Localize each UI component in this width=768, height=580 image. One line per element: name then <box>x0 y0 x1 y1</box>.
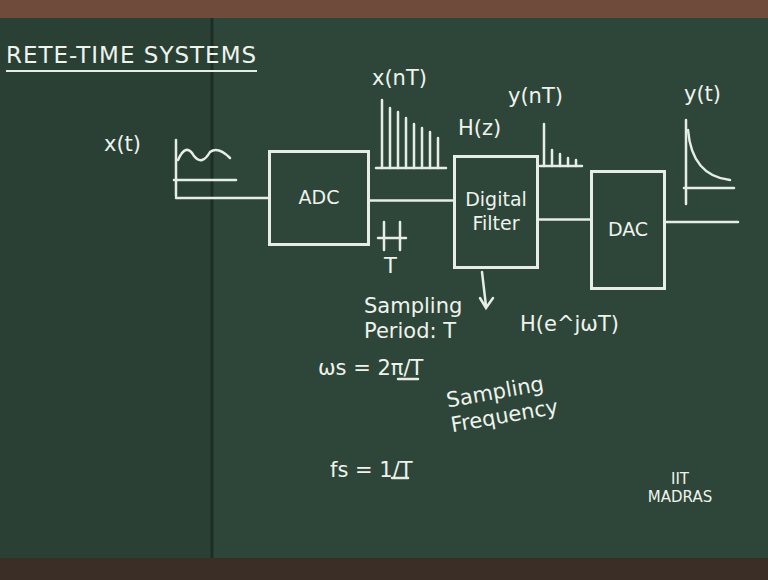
signal-name: y(t) <box>684 82 754 107</box>
input-wire <box>176 197 268 200</box>
box-label: Digital Filter <box>456 188 536 236</box>
box-label: DAC <box>608 218 648 242</box>
period-label: T <box>384 254 414 279</box>
sample-stems <box>382 100 438 168</box>
board-frame <box>0 558 768 580</box>
axis <box>685 120 688 204</box>
output-waveform <box>688 130 730 180</box>
formula: ωs = 2π/T <box>318 356 448 381</box>
arrow <box>480 272 493 308</box>
signal-wire <box>370 200 453 201</box>
board-title: RETE-TIME SYSTEMS <box>6 42 257 72</box>
axis <box>174 179 236 182</box>
process-box: DAC <box>590 170 666 290</box>
formula: fs = 1/T <box>330 458 450 483</box>
signal-name: x(t) <box>104 132 174 157</box>
frequency-response: H(e^jωT) <box>520 312 650 337</box>
sample-stems <box>544 124 576 166</box>
box-label: ADC <box>299 186 340 210</box>
board-frame <box>0 0 768 18</box>
note: Sampling Frequency <box>445 368 572 438</box>
transfer-function: H(z) <box>458 116 528 141</box>
board-panel <box>0 18 212 558</box>
axis <box>684 187 734 190</box>
board-seam <box>211 18 214 558</box>
signal-name: x(nT) <box>372 66 452 91</box>
process-box: ADC <box>268 150 370 246</box>
process-box: Digital Filter <box>453 155 539 269</box>
input-waveform <box>178 150 230 160</box>
period-marker <box>378 222 406 250</box>
axis <box>175 140 178 196</box>
note: Sampling Period: T <box>364 294 474 344</box>
signal-name: y(nT) <box>508 84 588 109</box>
axis <box>376 167 446 170</box>
output-wire <box>665 221 738 224</box>
signal-wire <box>539 219 590 220</box>
watermark: IIT MADRAS <box>640 470 720 506</box>
